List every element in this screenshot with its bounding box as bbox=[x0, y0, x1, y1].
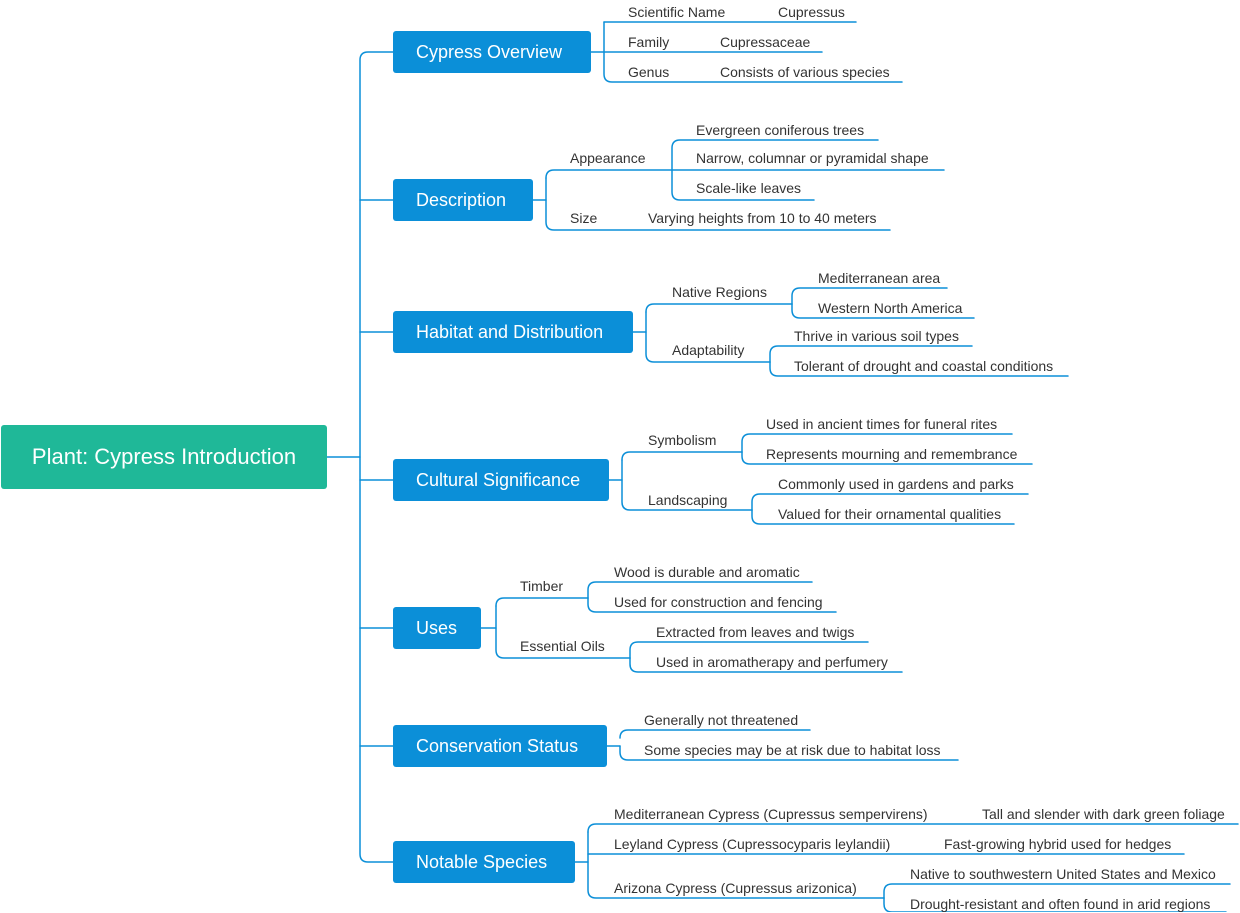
symbolism-item: Represents mourning and remembrance bbox=[766, 446, 1018, 462]
species-mediterranean-value: Tall and slender with dark green foliage bbox=[982, 806, 1225, 822]
overview-scientific-name-value: Cupressus bbox=[778, 4, 845, 20]
landscaping-item: Valued for their ornamental qualities bbox=[778, 506, 1002, 522]
timber-item: Used for construction and fencing bbox=[614, 594, 823, 610]
appearance-item: Scale-like leaves bbox=[696, 180, 802, 196]
species-leyland-label: Leyland Cypress (Cupressocyparis leyland… bbox=[614, 836, 891, 852]
essential-oils-item: Used in aromatherapy and perfumery bbox=[656, 654, 888, 670]
uses-essential-oils-label: Essential Oils bbox=[520, 638, 605, 654]
adaptability-item: Thrive in various soil types bbox=[794, 328, 959, 344]
appearance-item: Narrow, columnar or pyramidal shape bbox=[696, 150, 929, 166]
topic-notable-species[interactable]: Notable Species bbox=[393, 841, 575, 883]
habitat-native-regions-label: Native Regions bbox=[672, 284, 767, 300]
topic-description[interactable]: Description bbox=[393, 179, 533, 221]
symbolism-item: Used in ancient times for funeral rites bbox=[766, 416, 998, 432]
essential-oils-item: Extracted from leaves and twigs bbox=[656, 624, 855, 640]
description-appearance-label: Appearance bbox=[570, 150, 646, 166]
native-region-item: Western North America bbox=[818, 300, 963, 316]
arizona-item: Drought-resistant and often found in ari… bbox=[910, 896, 1211, 912]
conservation-item: Generally not threatened bbox=[644, 712, 799, 728]
topic-uses[interactable]: Uses bbox=[393, 607, 481, 649]
arizona-item: Native to southwestern United States and… bbox=[910, 866, 1216, 882]
topic-conservation-status[interactable]: Conservation Status bbox=[393, 725, 607, 767]
overview-genus-label: Genus bbox=[628, 64, 670, 80]
overview-family-label: Family bbox=[628, 34, 670, 50]
overview-family-value: Cupressaceae bbox=[720, 34, 811, 50]
overview-genus-value: Consists of various species bbox=[720, 64, 890, 80]
timber-item: Wood is durable and aromatic bbox=[614, 564, 800, 580]
topic-cypress-overview[interactable]: Cypress Overview bbox=[393, 31, 591, 73]
overview-scientific-name-label: Scientific Name bbox=[628, 4, 726, 20]
adaptability-item: Tolerant of drought and coastal conditio… bbox=[794, 358, 1054, 374]
habitat-adaptability-label: Adaptability bbox=[672, 342, 745, 358]
landscaping-item: Commonly used in gardens and parks bbox=[778, 476, 1014, 492]
root-topic[interactable]: Plant: Cypress Introduction bbox=[1, 425, 327, 489]
native-region-item: Mediterranean area bbox=[818, 270, 941, 286]
description-size-label: Size bbox=[570, 210, 598, 226]
cultural-symbolism-label: Symbolism bbox=[648, 432, 717, 448]
conservation-item: Some species may be at risk due to habit… bbox=[644, 742, 941, 758]
uses-timber-label: Timber bbox=[520, 578, 564, 594]
cultural-landscaping-label: Landscaping bbox=[648, 492, 728, 508]
topic-habitat-distribution[interactable]: Habitat and Distribution bbox=[393, 311, 633, 353]
species-mediterranean-label: Mediterranean Cypress (Cupressus semperv… bbox=[614, 806, 928, 822]
topic-cultural-significance[interactable]: Cultural Significance bbox=[393, 459, 609, 501]
species-leyland-value: Fast-growing hybrid used for hedges bbox=[944, 836, 1172, 852]
species-arizona-label: Arizona Cypress (Cupressus arizonica) bbox=[614, 880, 857, 896]
appearance-item: Evergreen coniferous trees bbox=[696, 122, 865, 138]
description-size-value: Varying heights from 10 to 40 meters bbox=[648, 210, 877, 226]
